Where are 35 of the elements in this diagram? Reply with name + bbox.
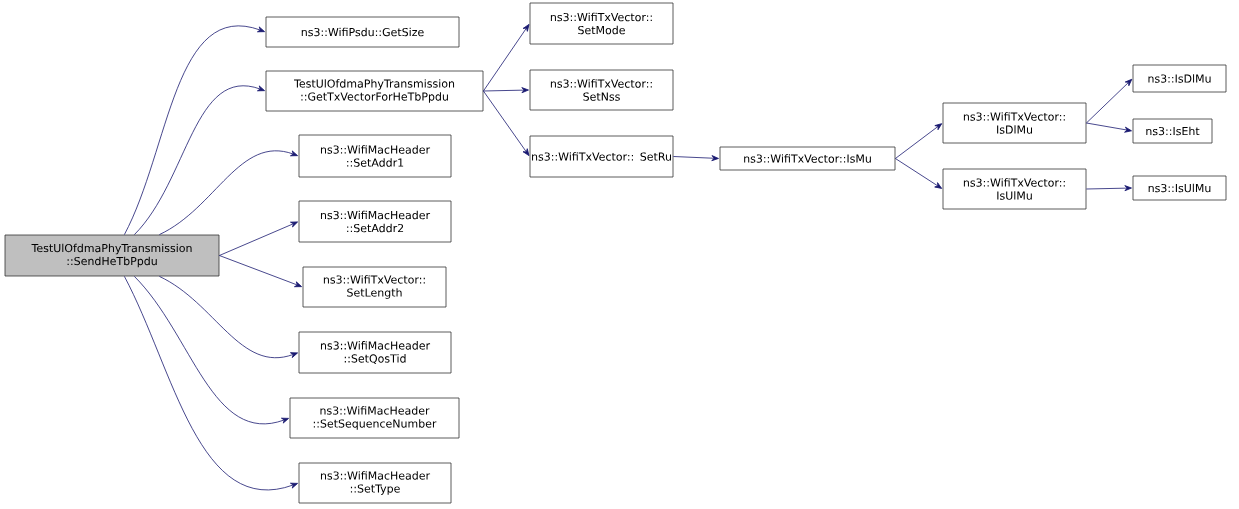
arrow xyxy=(895,123,943,159)
function-box: ns3::WifiTxVector::IsMu xyxy=(719,146,896,171)
arrow xyxy=(895,158,943,189)
function-box: ns3::WifiMacHeader ::SetAddr2 xyxy=(298,200,452,243)
arrow xyxy=(219,221,298,256)
function-box: TestUlOfdmaPhyTransmission ::GetTxVectorForHeTbPpdu xyxy=(265,70,484,112)
function-box: ns3::WifiTxVector:: SetRu xyxy=(529,135,674,178)
arrow xyxy=(124,25,265,235)
function-box: ns3::WifiTxVector:: IsUlMu xyxy=(942,168,1087,210)
arrow xyxy=(134,276,289,425)
function-box: ns3::WifiPsdu::GetSize xyxy=(265,16,460,48)
function-box: ns3::WifiMacHeader ::SetType xyxy=(298,462,452,504)
function-box: ns3::WifiMacHeader ::SetQosTid xyxy=(298,331,452,374)
arrow xyxy=(134,85,265,235)
function-box: ns3::WifiTxVector:: SetLength xyxy=(302,266,447,308)
arrow xyxy=(483,24,530,92)
arrow xyxy=(124,276,298,491)
function-box: ns3::WifiMacHeader ::SetSequenceNumber xyxy=(289,397,460,439)
arrow xyxy=(673,155,719,162)
arrow xyxy=(483,90,530,156)
arrow xyxy=(483,87,529,94)
function-box: ns3::WifiTxVector:: SetNss xyxy=(529,69,674,111)
arrow xyxy=(1086,185,1132,192)
function-box: ns3::IsEht xyxy=(1132,118,1213,144)
function-box: ns3::WifiTxVector:: IsDlMu xyxy=(942,102,1087,144)
function-box: ns3::WifiTxVector:: SetMode xyxy=(529,2,674,45)
arrow xyxy=(159,150,298,235)
function-box: ns3::IsUlMu xyxy=(1132,175,1227,201)
function-box: TestUlOfdmaPhyTransmission ::SendHeTbPpdu xyxy=(4,234,220,277)
arrow xyxy=(1086,78,1133,124)
arrow xyxy=(1086,122,1132,133)
function-box: ns3::WifiMacHeader ::SetAddr1 xyxy=(298,134,452,178)
function-box: ns3::IsDlMu xyxy=(1132,64,1227,93)
arrow xyxy=(219,255,302,288)
arrow xyxy=(159,276,298,358)
